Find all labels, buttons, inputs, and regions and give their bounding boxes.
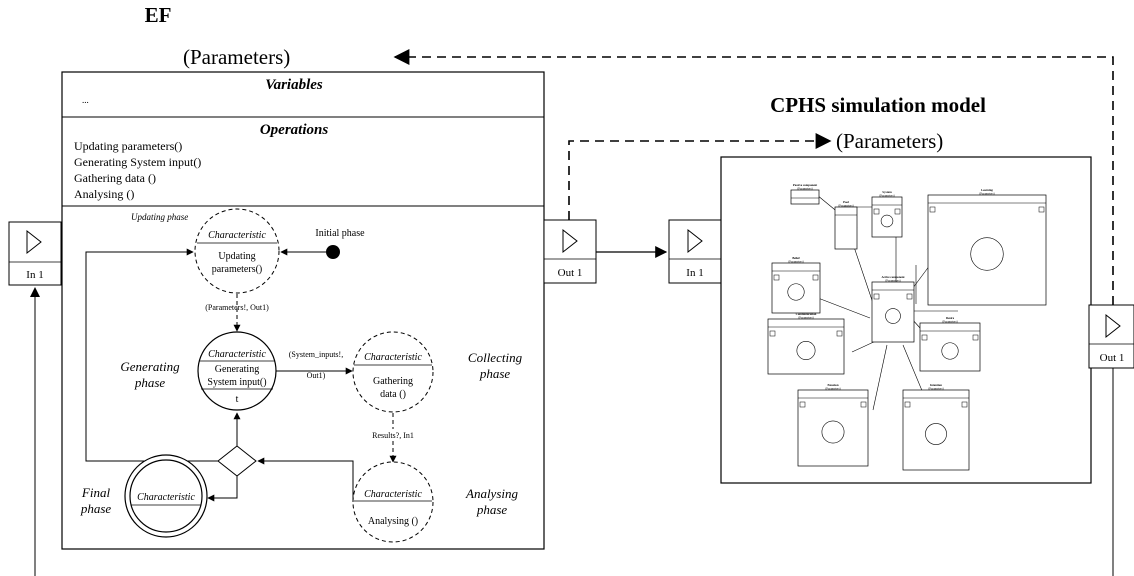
cphs-component: System(Parameters): [871, 190, 903, 238]
cphs-component-name: Passive component: [793, 183, 817, 187]
cphs-component: Passive component(Parameters): [790, 183, 820, 205]
collecting-phase-l1: Collecting: [468, 350, 523, 365]
collecting-state: [352, 331, 434, 413]
generating-line2: System input(): [207, 377, 266, 388]
analysing-characteristic: Characteristic: [364, 489, 422, 500]
analysing-state: [352, 461, 434, 543]
cphs-component: Emotion(Parameters): [797, 383, 869, 467]
cphs-component-params: (Parameters): [825, 387, 840, 391]
cphs-component-name: Pool: [843, 200, 849, 204]
cphs-component: Intention(Parameters): [902, 383, 970, 471]
cphs-components: Passive component(Parameters)Pool(Parame…: [767, 183, 1047, 471]
cphs-component-name: Desire: [946, 316, 955, 320]
cphs-component: Desire(Parameters): [919, 316, 981, 372]
generating-characteristic: Characteristic: [208, 349, 266, 360]
cphs-component-params: (Parameters): [838, 204, 853, 208]
generating-phase-l2: phase: [134, 375, 166, 390]
updating-line1: Updating: [218, 251, 255, 262]
ef-title: EF: [145, 3, 172, 27]
parameters-feedback-line: [393, 49, 1114, 305]
updating-characteristic: Characteristic: [208, 230, 266, 241]
cphs-component-name: Learning: [981, 188, 993, 192]
collecting-line1: Gathering: [373, 376, 413, 387]
cphs-component-name: System: [882, 190, 892, 194]
cphs-out-port[interactable]: Out 1: [1088, 304, 1134, 369]
cphs-parameters: (Parameters): [836, 129, 943, 153]
collecting-line2: data (): [380, 389, 406, 400]
cphs-component-params: (Parameters): [942, 320, 957, 324]
updating-line2: parameters(): [212, 264, 263, 275]
cphs-component-name: Belief: [792, 256, 800, 260]
variables-value: ...: [82, 95, 89, 105]
cphs-in-label: In 1: [686, 267, 703, 279]
collecting-characteristic: Characteristic: [364, 352, 422, 363]
cphs-component-params: (Parameters): [885, 279, 900, 283]
cphs-component-name: Active component: [881, 275, 904, 279]
cphs-component-name: Emotion: [827, 383, 838, 387]
cphs-component-params: (Parameters): [798, 316, 813, 320]
cphs-component: Belief(Parameters): [771, 256, 821, 314]
final-phase-l2: phase: [80, 501, 112, 516]
transition-2-label-l2: Out1): [307, 371, 326, 380]
transition-3-label: Results?, In1: [372, 431, 414, 440]
generating-time: t: [236, 394, 239, 405]
final-state-inner: [129, 459, 203, 533]
cphs-component: Learning(Parameters): [927, 188, 1047, 306]
variables-title: Variables: [265, 77, 323, 93]
operation-item: Analysing (): [74, 187, 134, 201]
cphs-out-label: Out 1: [1100, 352, 1125, 364]
play-icon: [687, 228, 703, 254]
ef-parameters: (Parameters): [183, 45, 290, 69]
generating-line1: Generating: [215, 364, 259, 375]
cphs-in-port[interactable]: In 1: [668, 219, 722, 284]
ef-in-label: In 1: [26, 269, 43, 281]
analysing-line1: Analysing (): [368, 516, 418, 527]
cphs-component-params: (Parameters): [879, 194, 894, 198]
generating-phase-l1: Generating: [120, 359, 180, 374]
ef-in-port[interactable]: In 1: [8, 221, 62, 286]
cphs-component-params: (Parameters): [979, 192, 994, 196]
cphs-component-params: (Parameters): [928, 387, 943, 391]
analysing-phase-l1: Analysing: [465, 486, 518, 501]
cphs-component: Communication(Parameters): [767, 312, 845, 375]
operation-item: Generating System input(): [74, 155, 201, 169]
updating-phase-label: Updating phase: [131, 212, 188, 222]
ef-out-port[interactable]: Out 1: [543, 219, 597, 284]
analysing-phase-l2: phase: [476, 502, 508, 517]
cphs-component: Active component(Parameters): [871, 275, 915, 343]
cphs-component-name: Communication: [796, 312, 817, 316]
play-icon: [1105, 313, 1121, 339]
final-phase-l1: Final: [81, 485, 111, 500]
cphs-component-params: (Parameters): [788, 260, 803, 264]
cphs-component-name: Intention: [930, 383, 942, 387]
initial-phase-label: Initial phase: [315, 228, 365, 239]
updating-state: [194, 208, 280, 294]
cphs-title: CPHS simulation model: [770, 93, 986, 117]
operation-item: Gathering data (): [74, 171, 156, 185]
final-characteristic: Characteristic: [137, 492, 195, 503]
play-icon: [562, 228, 578, 254]
collecting-phase-l2: phase: [479, 366, 511, 381]
ef-out-label: Out 1: [558, 267, 583, 279]
transition-2-label-l1: (System_inputs!,: [289, 350, 343, 359]
analyse-to-decision-line: [257, 457, 354, 502]
cphs-component: Pool(Parameters): [834, 200, 858, 250]
operation-item: Updating parameters(): [74, 139, 182, 153]
decision-to-final-line: [207, 476, 238, 502]
cphs-component-params: (Parameters): [797, 187, 812, 191]
transition-3-label-bg: [366, 429, 422, 441]
play-icon: [26, 229, 42, 255]
transition-1-label: (Parameters!, Out1): [205, 303, 269, 312]
operations-title: Operations: [260, 122, 329, 138]
parameters-forward-line: [568, 133, 832, 220]
initial-state-dot: [326, 245, 340, 259]
